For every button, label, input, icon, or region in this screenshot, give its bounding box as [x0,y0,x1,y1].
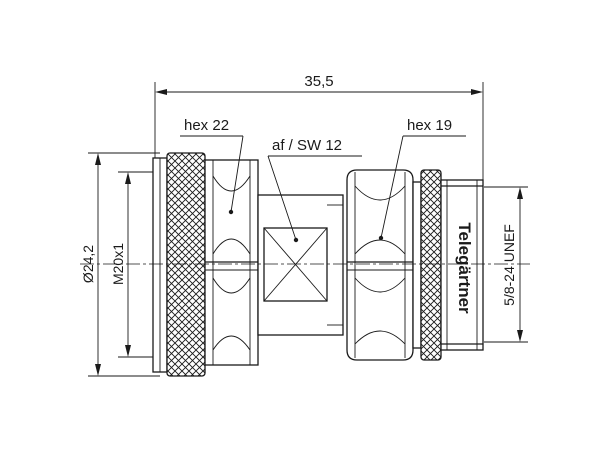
right-knurled-ring [412,169,442,361]
hex-22-label: hex 22 [184,117,229,134]
wrench-flat-label: af / SW 12 [272,137,342,154]
hex-19-nut [346,169,414,361]
overall-length-dimension: 35,5 [154,73,484,185]
right-thread-body [440,179,484,351]
right-thread-label: 5/8-24 UNEF [501,224,517,306]
hex-19-callout: hex 19 [378,117,466,241]
left-thread-dimension: M20x1 [110,171,158,358]
hex-22-callout: hex 22 [180,117,244,215]
brand-lettering: Telegärtner [455,222,474,314]
overall-length-label: 35,5 [304,73,333,90]
wrench-flat-section [257,194,344,336]
wrench-flat-callout: af / SW 12 [267,137,362,243]
right-thread-dimension: 5/8-24 UNEF [484,186,528,343]
left-coupling-nut [152,152,206,377]
hex-19-label: hex 19 [407,117,452,134]
hex-22-nut [204,159,259,366]
left-thread-label: M20x1 [110,243,126,285]
